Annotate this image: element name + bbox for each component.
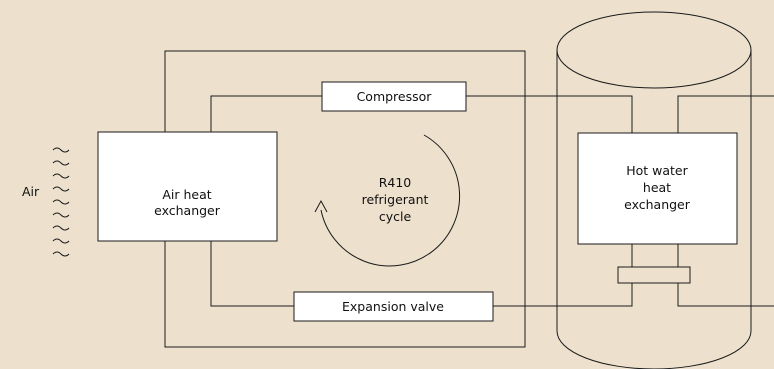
air-heat-exchanger-box: [97, 131, 278, 242]
air-heat-exchanger-line2: exchanger: [154, 203, 221, 218]
compressor-box: [321, 81, 467, 112]
tank-connector-block: [617, 266, 691, 284]
cycle-label-line3: cycle: [379, 209, 412, 224]
cycle-label-line2: refrigerant: [362, 192, 429, 207]
hot-water-heat-exchanger-line2: heat: [643, 180, 671, 195]
cycle-label-line1: R410: [379, 175, 412, 190]
refrigerant-pipes: [210, 95, 774, 307]
expansion-valve-box: [293, 291, 494, 322]
compressor-label: Compressor: [357, 89, 433, 104]
hot-water-heat-exchanger-line3: exchanger: [624, 197, 691, 212]
air-waves: [52, 147, 70, 257]
expansion-valve-label: Expansion valve: [342, 299, 444, 314]
air-heat-exchanger-line1: Air heat: [162, 187, 211, 202]
air-label: Air: [22, 184, 40, 199]
cycle-arrow: [314, 134, 461, 267]
hot-water-heat-exchanger-box: [577, 132, 738, 245]
hot-water-tank: [556, 11, 752, 369]
hot-water-heat-exchanger-line1: Hot water: [626, 163, 688, 178]
